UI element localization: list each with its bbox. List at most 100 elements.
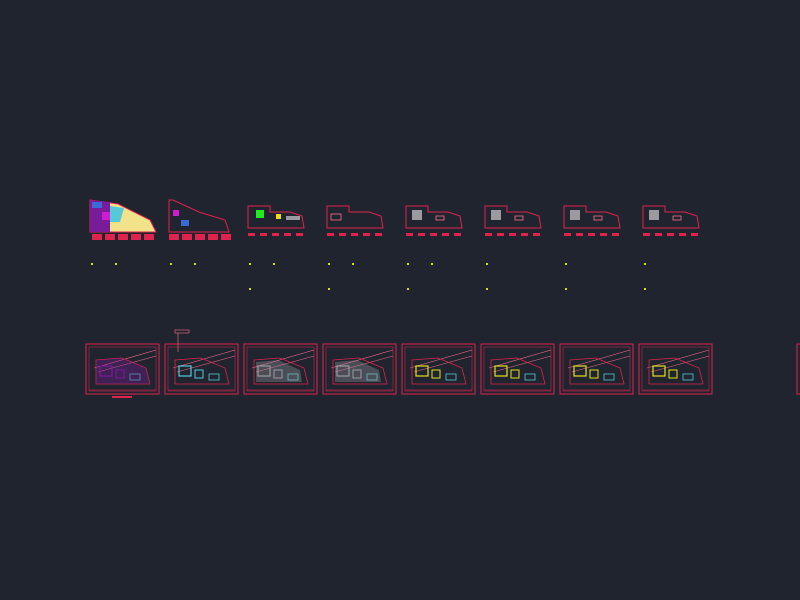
site-line: [255, 355, 315, 373]
floor-plan-sheet-partial: [796, 343, 800, 395]
sheet-inner-border: [404, 346, 473, 392]
sheet-border: [164, 343, 239, 395]
room: [208, 373, 220, 381]
marker-dot: [328, 288, 330, 290]
marker-dot: [352, 263, 354, 265]
annotation-box: [174, 329, 190, 334]
plan-room: [593, 215, 603, 221]
plan-outline: [326, 205, 384, 229]
title-block: [195, 234, 205, 240]
marker-dot: [91, 263, 93, 265]
site-line: [97, 355, 157, 373]
title-block: [260, 233, 267, 236]
title-block: [509, 233, 516, 236]
title-block: [564, 233, 571, 236]
building-fill: [335, 360, 381, 382]
building-fill: [96, 358, 150, 384]
building-outline: [332, 357, 388, 385]
plan-room-yellow: [276, 214, 281, 219]
elevation-sheet-6: [484, 205, 542, 236]
floor-plan-sheets-row: [85, 329, 800, 398]
building-outline: [490, 357, 546, 385]
title-block: [144, 234, 154, 240]
building-outline: [411, 357, 467, 385]
building-outline: [95, 357, 151, 385]
plan-room-grey: [649, 210, 659, 220]
site-line: [176, 355, 236, 373]
room: [257, 365, 271, 377]
facade-block: [102, 212, 110, 220]
site-line: [413, 355, 473, 373]
elevation-sheet-1: [89, 199, 157, 240]
point-markers: [91, 263, 646, 290]
title-block: [521, 233, 528, 236]
elevation-sheet-2: [168, 199, 231, 240]
building-outline: [174, 357, 230, 385]
site-line: [650, 355, 710, 373]
room: [99, 365, 113, 377]
facade-glass: [110, 206, 124, 222]
title-block: [169, 234, 179, 240]
sheet-caption: [112, 396, 132, 398]
plan-outline: [405, 205, 463, 229]
title-block: [691, 233, 698, 236]
facade-outline: [168, 199, 230, 233]
plan-room: [435, 215, 445, 221]
title-block: [248, 233, 255, 236]
facade-block: [173, 210, 179, 216]
plan-room-green: [256, 210, 264, 218]
title-block: [131, 234, 141, 240]
marker-dot: [194, 263, 196, 265]
floor-plan-sheet-1: [85, 343, 160, 395]
title-block: [600, 233, 607, 236]
title-block: [208, 234, 218, 240]
floor-plan-sheet-5: [401, 343, 476, 395]
plan-room-grey: [491, 210, 501, 220]
marker-dot: [644, 263, 646, 265]
title-block: [118, 234, 128, 240]
marker-dot: [249, 263, 251, 265]
title-block: [221, 234, 231, 240]
title-block: [375, 233, 382, 236]
title-block: [339, 233, 346, 236]
elevation-sheet-3: [247, 205, 305, 236]
floor-plan-sheet-7: [559, 343, 634, 395]
title-block: [679, 233, 686, 236]
room: [115, 369, 125, 379]
sheet-inner-border: [483, 346, 552, 392]
sheet-inner-border: [325, 346, 394, 392]
title-block: [588, 233, 595, 236]
elevation-sheet-5: [405, 205, 463, 236]
room: [524, 373, 536, 381]
marker-dot: [249, 288, 251, 290]
room: [494, 365, 508, 377]
room: [287, 373, 299, 381]
sheet-inner-border: [167, 346, 236, 392]
site-line: [492, 355, 552, 373]
title-block: [92, 234, 102, 240]
sheet-border: [322, 343, 397, 395]
sheet-border: [243, 343, 318, 395]
title-block: [284, 233, 291, 236]
marker-dot: [431, 263, 433, 265]
room: [366, 373, 378, 381]
room: [431, 369, 441, 379]
site-line: [334, 355, 394, 373]
building-outline: [648, 357, 704, 385]
marker-dot: [273, 263, 275, 265]
title-block: [497, 233, 504, 236]
plan-room-grey: [286, 216, 300, 220]
marker-dot: [115, 263, 117, 265]
plan-outline: [563, 205, 621, 229]
plan-outline: [247, 205, 305, 229]
building-fill: [256, 360, 302, 382]
plan-room: [672, 215, 682, 221]
plan-room: [330, 213, 342, 221]
marker-dot: [328, 263, 330, 265]
marker-dot: [565, 288, 567, 290]
site-line: [571, 355, 631, 373]
title-block: [643, 233, 650, 236]
title-block: [327, 233, 334, 236]
